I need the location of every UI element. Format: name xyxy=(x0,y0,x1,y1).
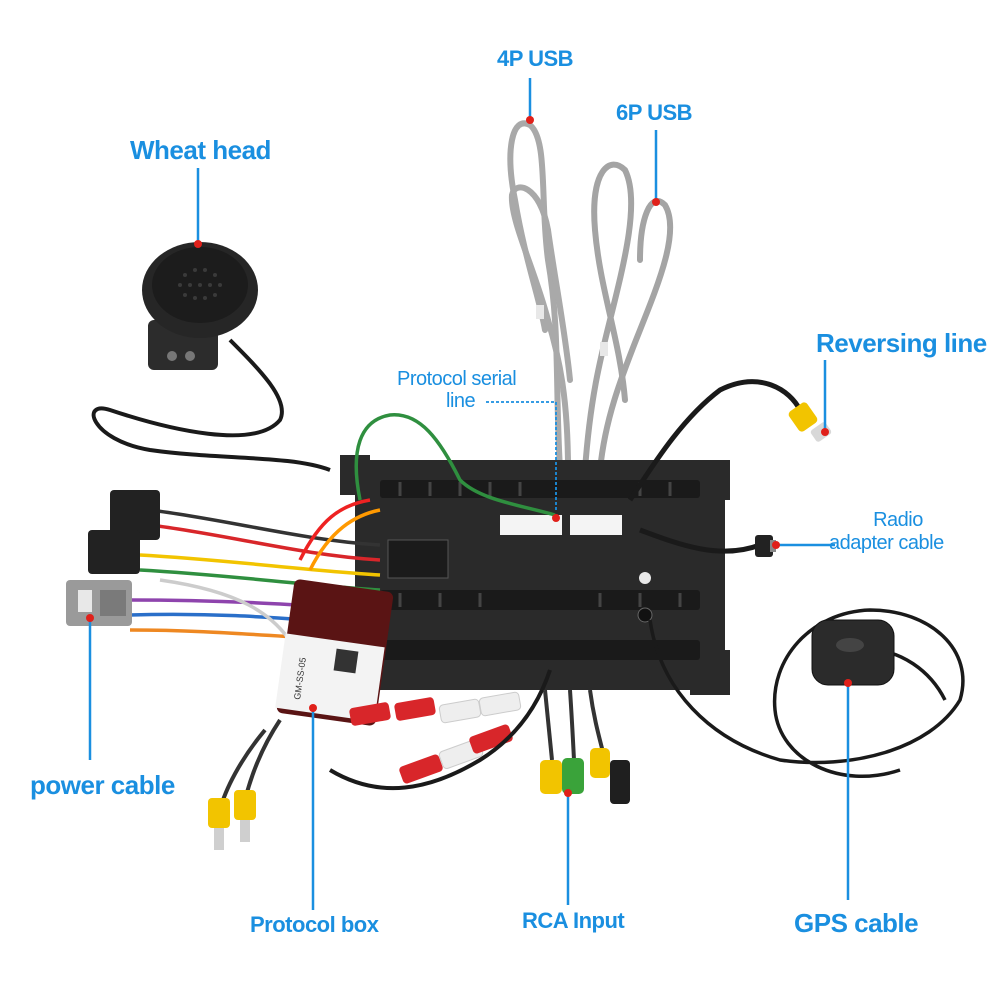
label-protocol-serial-line-1: Protocol serial xyxy=(397,368,517,390)
protocol-box-device: GM-SS-05 xyxy=(275,579,394,726)
usb-cable-tie xyxy=(536,305,544,319)
head-unit xyxy=(340,455,730,695)
usb-4p-cable xyxy=(507,120,573,473)
label-reversing-line: Reversing line xyxy=(816,328,987,358)
label-protocol-box: Protocol box xyxy=(250,912,379,937)
audio-rca-leads xyxy=(328,669,552,791)
usb-6p-cable xyxy=(582,161,674,473)
gps-cable xyxy=(648,608,965,779)
protocol-serial-leader xyxy=(486,401,557,512)
label-4p-usb: 4P USB xyxy=(497,46,574,71)
protocol-serial-wire xyxy=(354,413,556,517)
label-rca-input: RCA Input xyxy=(522,908,625,933)
rca-input-plugs xyxy=(540,689,630,804)
label-power-cable: power cable xyxy=(30,770,175,800)
left-rca-leads xyxy=(208,718,282,850)
label-gps-cable: GPS cable xyxy=(794,908,919,938)
usb-cable-tie xyxy=(600,342,608,356)
wheat-head-device xyxy=(91,242,331,472)
label-6p-usb: 6P USB xyxy=(616,100,693,125)
leader-dots xyxy=(86,116,852,797)
label-protocol-serial-line-2: line xyxy=(446,390,476,412)
label-radio-adapter-1: Radio xyxy=(873,509,923,531)
leader-lines xyxy=(88,78,850,910)
label-radio-adapter-2: adapter cable xyxy=(829,532,944,554)
power-connectors xyxy=(66,490,160,626)
label-wheat-head: Wheat head xyxy=(130,135,271,165)
